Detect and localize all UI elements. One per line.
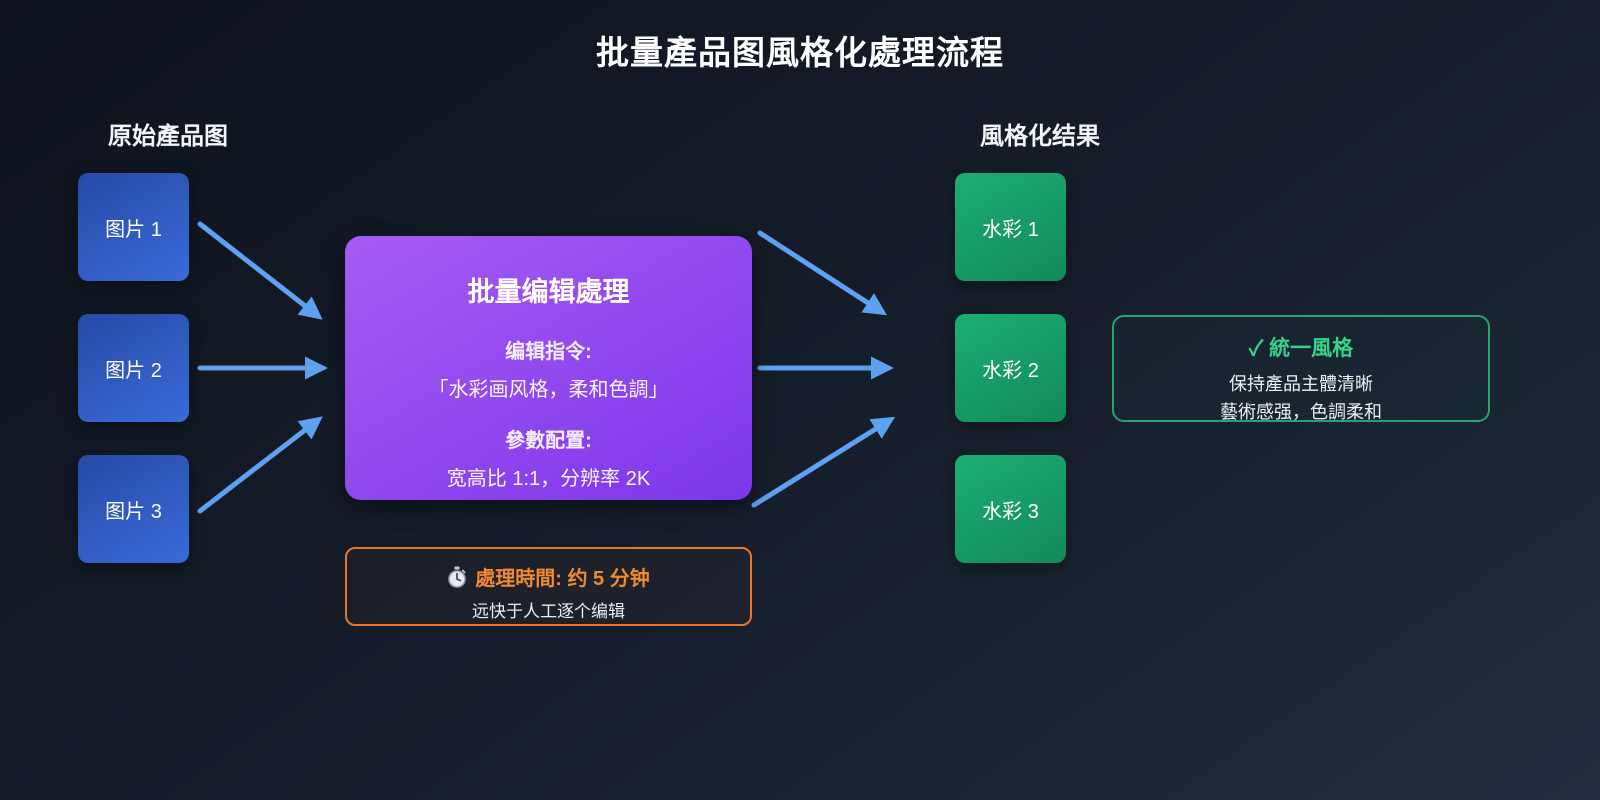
- source-image-1: 图片 1: [78, 173, 189, 281]
- arrow-src3-to-process: [197, 416, 323, 514]
- params-value: 宽高比 1:1，分辨率 2K: [446, 468, 651, 490]
- result-image-3: 水彩 3: [955, 455, 1066, 563]
- result-image-2-label: 水彩 2: [982, 359, 1039, 382]
- source-column-label: 原始產品图: [108, 123, 228, 150]
- check-icon: ✓: [1248, 337, 1264, 360]
- stopwatch-icon: [448, 566, 467, 588]
- result-column-label: 風格化结果: [980, 123, 1100, 150]
- result-image-1-label: 水彩 1: [982, 218, 1039, 241]
- result-image-1: 水彩 1: [955, 173, 1066, 281]
- arrow-process-to-out-top: [757, 230, 888, 316]
- source-image-3: 图片 3: [78, 455, 189, 563]
- unified-style-title: 統一風格: [1269, 337, 1354, 360]
- processing-time-note: 處理時間: 约 5 分钟 远快于人工逐个编辑: [345, 547, 752, 626]
- page-title: 批量產品图風格化處理流程: [596, 34, 1004, 71]
- processing-time-title-row: 處理時間: 约 5 分钟: [347, 562, 750, 591]
- unified-style-title-row: ✓ 統一風格: [1114, 332, 1488, 362]
- params-label: 參數配置:: [505, 430, 592, 452]
- source-image-1-label: 图片 1: [105, 218, 162, 241]
- arrow-src1-to-process: [197, 221, 323, 320]
- unified-style-line-1: 保持產品主體清晰: [1229, 374, 1373, 394]
- processing-time-title: 處理時間: 约 5 分钟: [475, 568, 650, 590]
- source-image-2-label: 图片 2: [105, 359, 162, 382]
- process-title: 批量编辑處理: [467, 277, 630, 307]
- source-image-2: 图片 2: [78, 314, 189, 422]
- processing-time-subtitle: 远快于人工逐个编辑: [472, 602, 625, 621]
- unified-style-line-2: 藝術感强，色調柔和: [1220, 401, 1382, 422]
- result-image-3-label: 水彩 3: [982, 500, 1039, 523]
- source-image-3-label: 图片 3: [105, 500, 162, 523]
- result-image-2: 水彩 2: [955, 314, 1066, 422]
- arrow-process-to-out-bottom: [751, 416, 896, 508]
- unified-style-note: ✓ 統一風格 保持產品主體清晰 藝術感强，色調柔和: [1112, 315, 1490, 422]
- batch-process-box: 批量编辑處理 编辑指令: 「水彩画风格，柔和色調」 參數配置: 宽高比 1:1，…: [345, 236, 752, 500]
- instruction-label: 编辑指令:: [505, 341, 592, 363]
- instruction-value: 「水彩画风格，柔和色調」: [428, 379, 669, 401]
